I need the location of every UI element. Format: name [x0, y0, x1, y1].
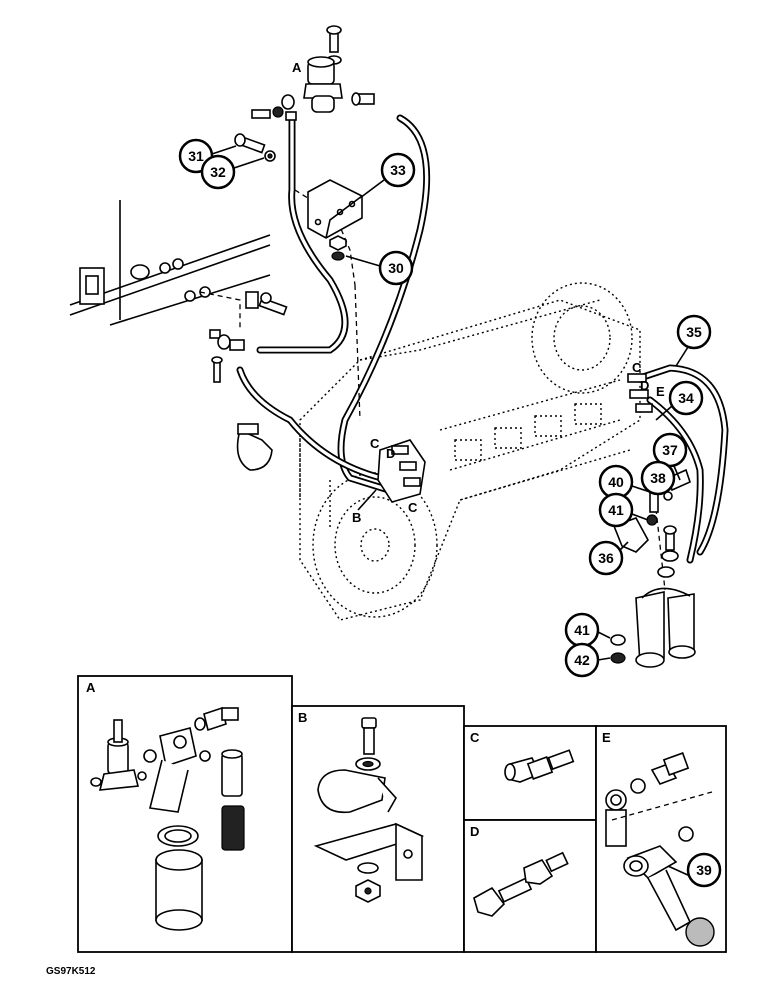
panel-d-label: D: [470, 824, 479, 839]
callout-39-label: 39: [696, 862, 712, 878]
view-letter-d-left: D: [386, 446, 395, 461]
callout-33-label: 33: [390, 162, 406, 178]
detail-panel-c: C: [463, 725, 597, 821]
drawing-reference-code: GS97K512: [46, 966, 96, 977]
callout-35: 35: [676, 314, 712, 350]
callout-41-upper-label: 41: [608, 502, 624, 518]
centre-block-connectors: [377, 439, 426, 503]
panel-c-label: C: [470, 730, 480, 745]
callout-37-label: 37: [662, 442, 678, 458]
callout-40-label: 40: [608, 474, 624, 490]
bolt-and-washer-31-32: [234, 133, 276, 162]
callout-32-label: 32: [210, 164, 226, 180]
callout-38: 38: [640, 460, 676, 496]
callout-30: 30: [378, 250, 414, 286]
fuel-hoses: [236, 114, 729, 564]
fuel-filter-bowls: [610, 587, 696, 668]
callout-34: 34: [668, 380, 704, 416]
detail-panel-a: A: [77, 675, 293, 953]
detail-panel-b: B: [291, 705, 465, 953]
view-letter-c-left: C: [370, 436, 380, 451]
detail-panel-e: E 39: [595, 725, 727, 953]
callout-41-upper: 41: [598, 492, 634, 528]
detail-panel-d: D: [463, 819, 597, 953]
callout-42-label: 42: [574, 652, 590, 668]
callout-37: 37: [652, 432, 688, 468]
engine-block-outline: [299, 282, 641, 621]
left-hose-connectors: [209, 291, 288, 471]
panel-b-label: B: [298, 710, 307, 725]
callout-41-lower-label: 41: [574, 622, 590, 638]
panel-e-label: E: [602, 730, 611, 745]
view-letter-e-right: E: [656, 384, 665, 399]
view-letter-d-right: D: [640, 378, 649, 393]
callout-30-label: 30: [388, 260, 404, 276]
fuel-lift-pump-assembly: [251, 25, 375, 121]
callout-41-lower: 41: [564, 612, 600, 648]
view-letter-a: A: [292, 60, 302, 75]
bracket-33: [307, 179, 363, 261]
callout-31-label: 31: [188, 148, 204, 164]
panel-a-label: A: [86, 680, 96, 695]
view-letter-b: B: [352, 510, 361, 525]
callout-33: 33: [380, 152, 416, 188]
callout-36: 36: [588, 540, 624, 576]
callout-35-label: 35: [686, 324, 702, 340]
callout-42: 42: [564, 642, 600, 678]
fuel-tank-outline: [69, 200, 271, 326]
callout-34-label: 34: [678, 390, 694, 406]
callout-40: 40: [598, 464, 634, 500]
callout-38-label: 38: [650, 470, 666, 486]
view-letter-c-left-lower: C: [408, 500, 418, 515]
callout-32: 32: [200, 154, 236, 190]
callout-39: 39: [686, 852, 722, 888]
callout-36-label: 36: [598, 550, 614, 566]
assembly-dashed-lines: [199, 189, 666, 591]
view-letter-c-right: C: [632, 360, 642, 375]
